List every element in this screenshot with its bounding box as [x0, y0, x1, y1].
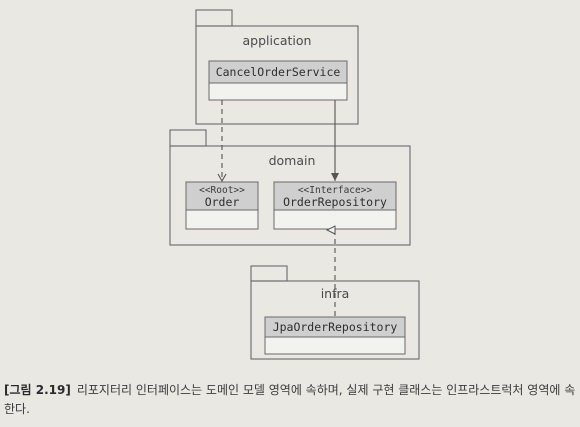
caption-text: 리포지터리 인터페이스는 도메인 모델 영역에 속하며, 실제 구현 클래스는 …: [4, 383, 576, 416]
figure-caption: [그림 2.19]리포지터리 인터페이스는 도메인 모델 영역에 속하며, 실제…: [4, 381, 578, 419]
class-jpa-order-repository: JpaOrderRepository: [264, 316, 406, 355]
figure-number: [그림 2.19]: [4, 383, 71, 397]
stereotype-order: <<Root>>: [199, 185, 245, 196]
package-label-application: application: [243, 33, 312, 48]
class-order: <<Root>> Order: [185, 181, 259, 230]
uml-package-diagram: application CancelOrderService domain <<…: [169, 9, 420, 360]
stereotype-order-repository: <<Interface>>: [298, 185, 373, 196]
package-application: application: [195, 9, 359, 125]
class-name-cancel-order-service: CancelOrderService: [216, 65, 341, 79]
package-domain: domain: [169, 129, 411, 246]
class-name-order-repository: OrderRepository: [283, 195, 387, 209]
class-name-order: Order: [205, 195, 240, 209]
class-order-repository: <<Interface>> OrderRepository: [273, 181, 397, 230]
class-cancel-order-service: CancelOrderService: [208, 60, 348, 101]
class-name-jpa-order-repository: JpaOrderRepository: [273, 320, 398, 334]
package-label-domain: domain: [269, 153, 316, 168]
